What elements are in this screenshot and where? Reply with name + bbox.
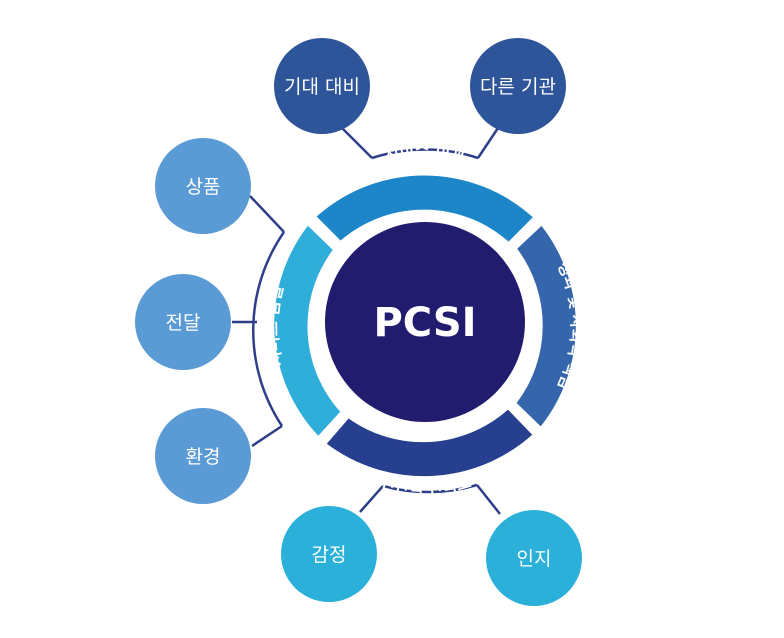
- svg-text:상품: 상품: [186, 176, 221, 198]
- svg-text:인지: 인지: [517, 548, 552, 570]
- ring-label-top: 서비스 비교: [382, 140, 467, 164]
- satellite-bottom-1: 감정: [281, 506, 377, 602]
- center-label: PCSI: [373, 300, 476, 346]
- connector-bottom-right: [476, 484, 501, 515]
- satellite-top-1: 기대 대비: [274, 38, 370, 134]
- ring-segment-service-quality: [274, 225, 341, 436]
- connector-top-left: [341, 127, 373, 159]
- svg-text:다른 기관: 다른 기관: [480, 76, 556, 98]
- ring-segment-service-comparison: [316, 175, 533, 242]
- connector-left-1: [249, 195, 285, 233]
- svg-text:환경: 환경: [186, 446, 221, 468]
- ring: [274, 175, 576, 477]
- satellite-left-3: 환경: [155, 408, 251, 504]
- ring-segment-performance-responsibility: [516, 225, 576, 427]
- connector-bottom-left: [359, 485, 384, 513]
- ring-segment-overall-satisfaction: [326, 409, 533, 477]
- satellite-left-1: 상품: [155, 138, 251, 234]
- svg-text:감정: 감정: [312, 544, 347, 566]
- connectors: [232, 127, 501, 515]
- connector-bottom: [382, 483, 478, 494]
- svg-text:전달: 전달: [166, 312, 201, 334]
- svg-text:기대 대비: 기대 대비: [284, 76, 360, 98]
- satellite-top-2: 다른 기관: [470, 38, 566, 134]
- connector-top: [371, 148, 479, 160]
- satellite-left-2: 전달: [135, 274, 231, 370]
- satellite-bottom-2: 인지: [486, 510, 582, 606]
- connector-top-right: [476, 127, 500, 159]
- connector-left: [252, 231, 286, 427]
- connector-left-3: [251, 424, 283, 448]
- center-circle: [325, 222, 525, 422]
